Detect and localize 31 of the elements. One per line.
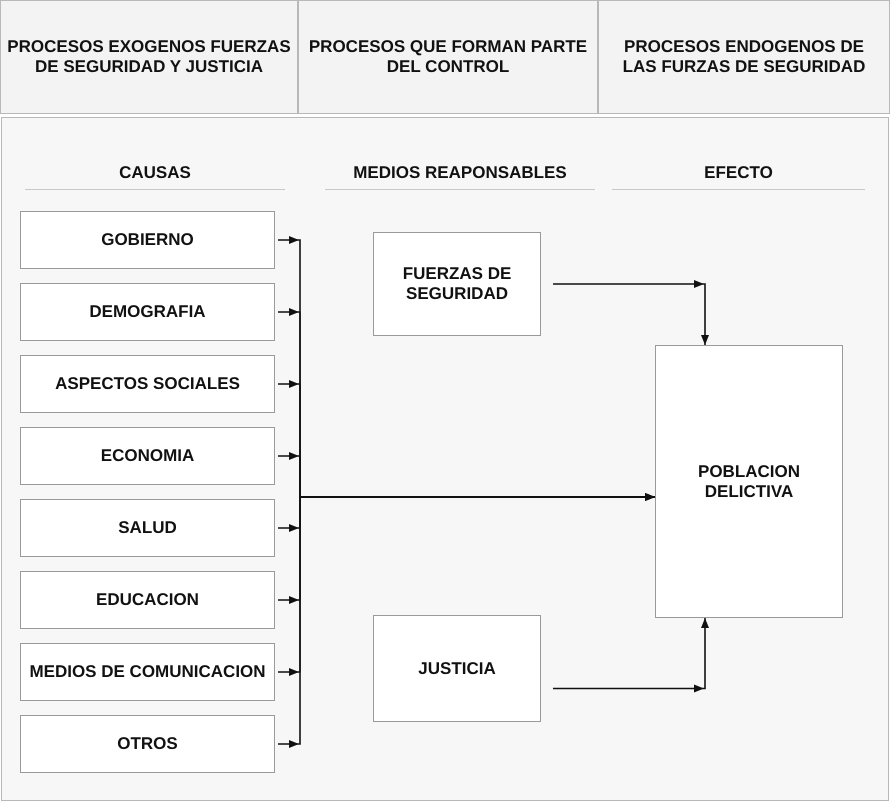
box-label: ECONOMIA bbox=[100, 446, 194, 466]
box-label: MEDIOS DE COMUNICACION bbox=[29, 662, 266, 682]
process-box bbox=[373, 615, 541, 722]
header-cell bbox=[298, 0, 598, 114]
box-label: ASPECTOS SOCIALES bbox=[55, 374, 240, 394]
box-label: SALUD bbox=[118, 518, 177, 538]
process-box bbox=[655, 345, 843, 618]
box-label: POBLACION DELICTIVA bbox=[697, 462, 801, 502]
box-label: GOBIERNO bbox=[101, 230, 194, 250]
box-label: FUERZAS DE SEGURIDAD bbox=[402, 264, 512, 304]
process-box bbox=[20, 211, 275, 269]
box-label: PROCESOS ENDOGENOS DE LAS FURZAS DE SEGURIDAD bbox=[622, 37, 866, 77]
column-heading: CAUSAS bbox=[25, 122, 285, 190]
box-label: EDUCACION bbox=[96, 590, 199, 610]
process-box bbox=[20, 355, 275, 413]
column-heading: EFECTO bbox=[612, 122, 865, 190]
box-label: DEMOGRAFIA bbox=[89, 302, 206, 322]
column-heading: MEDIOS REAPONSABLES bbox=[325, 122, 595, 190]
box-label: JUSTICIA bbox=[418, 658, 496, 678]
process-box bbox=[20, 499, 275, 557]
process-box bbox=[20, 283, 275, 341]
process-box bbox=[20, 643, 275, 701]
box-label: OTROS bbox=[117, 734, 178, 754]
process-box bbox=[20, 427, 275, 485]
box-label: PROCESOS EXOGENOS FUERZAS DE SEGURIDAD Y JUSTICIA bbox=[7, 37, 291, 77]
box-label: PROCESOS QUE FORMAN PARTE DEL CONTROL bbox=[308, 37, 588, 77]
header-cell bbox=[598, 0, 890, 114]
process-box bbox=[20, 715, 275, 773]
process-box bbox=[20, 571, 275, 629]
header-cell bbox=[0, 0, 298, 114]
process-box bbox=[373, 232, 541, 336]
